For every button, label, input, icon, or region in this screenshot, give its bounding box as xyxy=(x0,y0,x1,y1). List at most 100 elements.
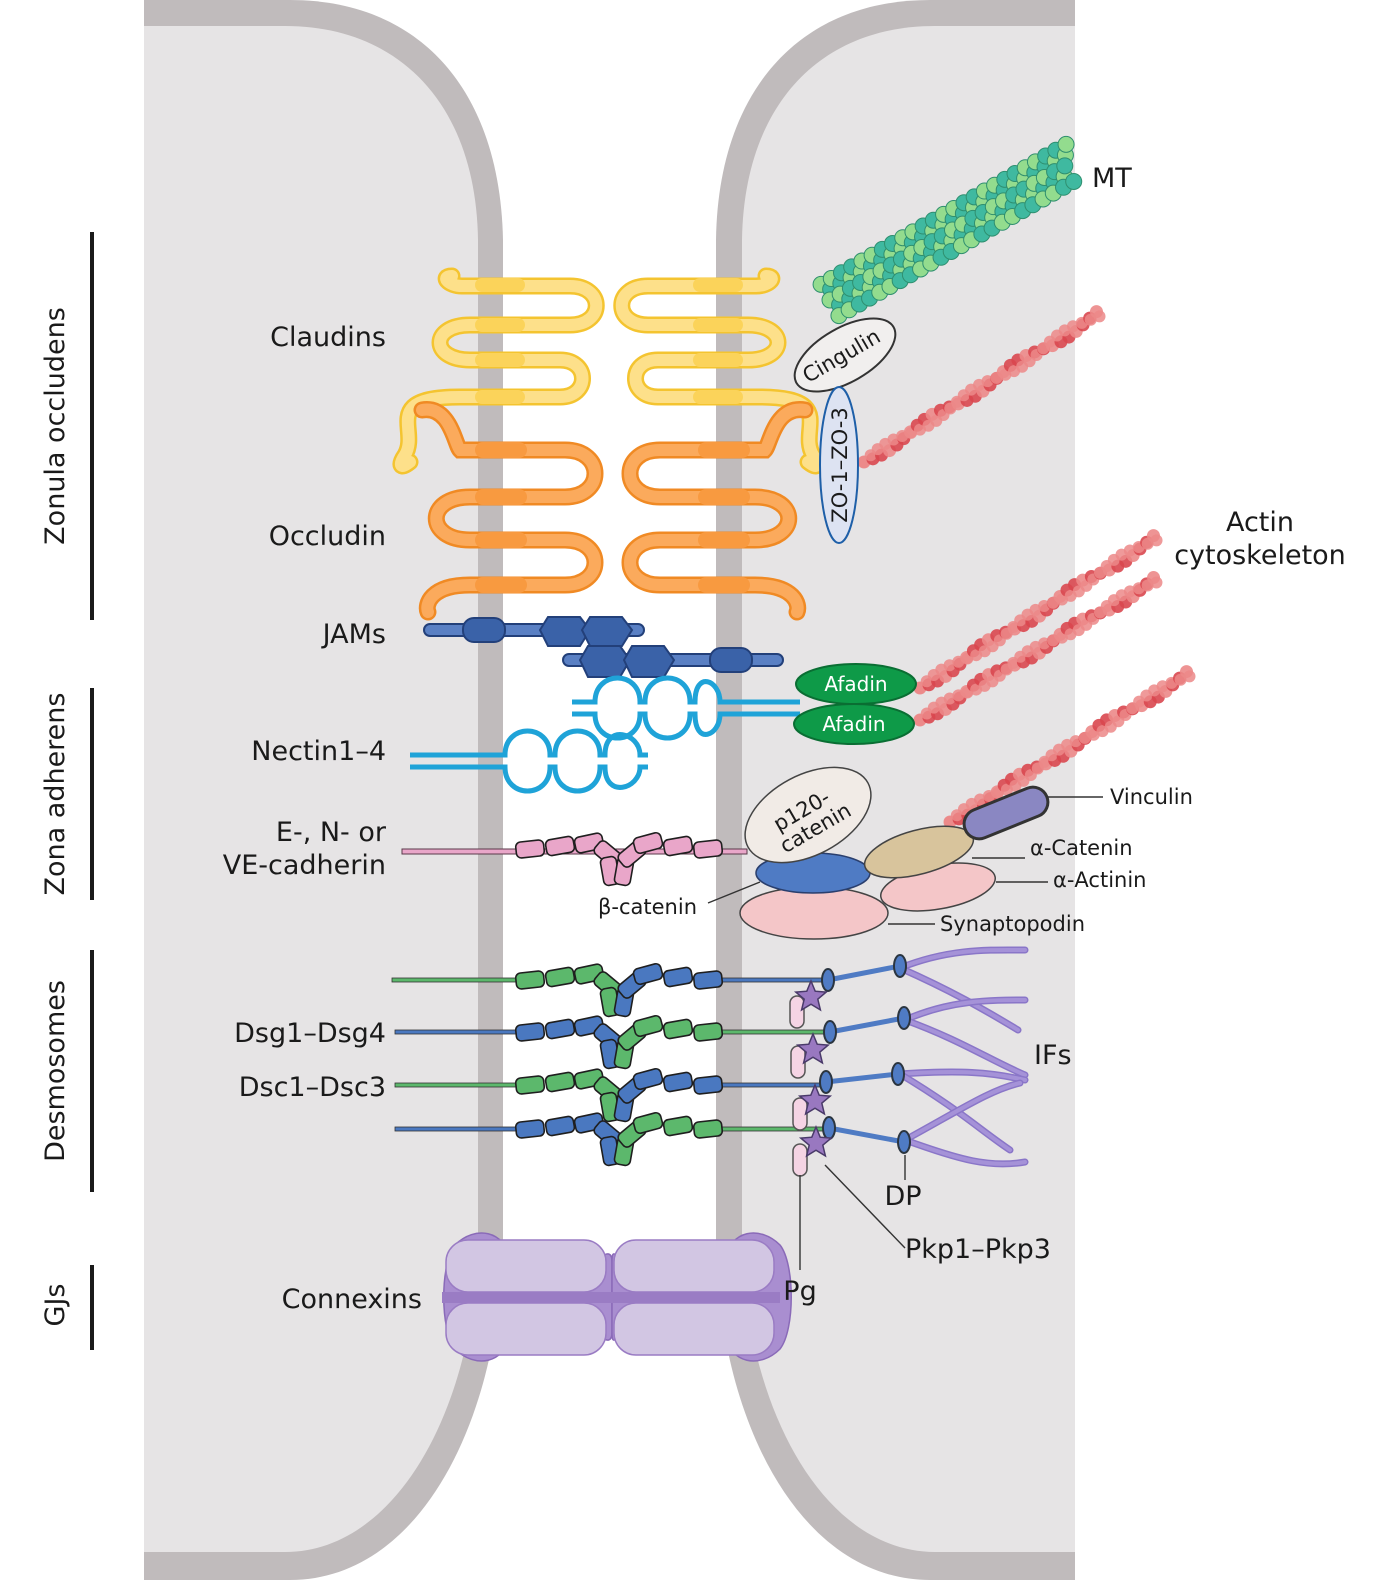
desmoglein-domain xyxy=(662,1018,694,1040)
desmocollin-domain xyxy=(692,970,724,990)
desmoglein-domain xyxy=(692,1022,724,1042)
label-mt: MT xyxy=(1092,163,1132,194)
label-pkp: Pkp1–Pkp3 xyxy=(905,1234,1051,1265)
intermediate-filament xyxy=(903,1018,1027,1077)
desmoglein-domain xyxy=(514,1022,546,1042)
zo-proteins: ZO-1–ZO-3 xyxy=(819,386,859,544)
label-alpha-actinin: α-Actinin xyxy=(1053,868,1147,892)
synaptopodin-shape xyxy=(739,886,889,940)
desmoplakin-head xyxy=(821,968,835,992)
label-dsc: Dsc1–Dsc3 xyxy=(239,1072,386,1103)
label-nectin: Nectin1–4 xyxy=(251,736,386,767)
intermediate-filament xyxy=(903,1081,1022,1142)
label-cadherin-line1: E-, N- or xyxy=(276,817,387,848)
nectin-left xyxy=(410,728,648,794)
plakophilin-star-icon xyxy=(793,979,829,1012)
desmosomal-tail-left xyxy=(391,977,518,983)
adherens-complex: p120- catenin xyxy=(739,766,1050,940)
group-brackets: Zonula occludens Zona adherens Desmosome… xyxy=(40,232,94,1350)
cadherin-domain xyxy=(514,839,546,859)
desmoglein-domain xyxy=(692,1119,724,1139)
occludin-right xyxy=(621,401,814,621)
intermediate-filament xyxy=(898,947,1027,970)
desmocollin-domain xyxy=(544,1071,576,1093)
actin-monomer xyxy=(1093,310,1106,323)
label-jams: JAMs xyxy=(321,619,386,650)
cadherin xyxy=(401,831,748,887)
plakoglobin xyxy=(790,1045,806,1079)
group-label-gap-junctions: GJs xyxy=(40,1284,71,1327)
desmosomal-plaque xyxy=(789,946,1029,1177)
afadin-label-1: Afadin xyxy=(824,672,887,696)
afadin-2: Afadin xyxy=(793,703,915,745)
label-claudins: Claudins xyxy=(270,322,386,353)
desmoglein-domain xyxy=(632,1111,664,1135)
desmoglein-domain xyxy=(544,1115,576,1137)
desmoplakin-rod xyxy=(828,1125,905,1145)
desmoplakin-rod xyxy=(827,963,901,983)
cadherin-domain xyxy=(692,839,724,859)
label-pg: Pg xyxy=(783,1276,816,1307)
actin-filaments xyxy=(857,305,1196,829)
plakoglobin xyxy=(792,1097,808,1131)
desmocollin-domain xyxy=(662,1071,694,1093)
label-actin-line1: Actin xyxy=(1226,507,1294,538)
desmoplakin-rod xyxy=(825,1071,899,1085)
desmocollin-domain xyxy=(514,1075,546,1095)
connexin-subunit xyxy=(445,1302,607,1356)
desmosomal-tail-right xyxy=(717,1029,829,1035)
desmosomal-cadherins xyxy=(391,962,829,1167)
intermediate-filament xyxy=(898,1070,1027,1082)
left-cell xyxy=(144,0,503,1580)
desmosomal-tail-left xyxy=(394,1029,521,1035)
plakophilin-star-icon xyxy=(795,1032,831,1065)
plakoglobin xyxy=(789,995,805,1029)
connexin-subunit xyxy=(613,1239,775,1293)
microtubule xyxy=(812,135,1083,325)
actin-monomer xyxy=(1150,576,1163,589)
connexon-pair xyxy=(442,1232,792,1362)
afadin-1: Afadin xyxy=(795,663,917,705)
label-ifs: IFs xyxy=(1034,1040,1072,1071)
plakoglobin xyxy=(792,1143,808,1177)
group-label-desmosomes: Desmosomes xyxy=(40,980,71,1162)
desmocollin-domain xyxy=(662,966,694,988)
desmoplakin-head xyxy=(822,1116,836,1140)
desmocollin-domain xyxy=(544,966,576,988)
connexin-subunit xyxy=(445,1239,607,1293)
group-label-zonula-occludens: Zonula occludens xyxy=(40,307,71,545)
cadherin-domain xyxy=(632,831,664,855)
actin-monomer xyxy=(1183,670,1196,683)
p120-catenin-shape xyxy=(744,766,872,864)
desmosomal-tail-left xyxy=(394,1082,521,1088)
desmocollin-domain xyxy=(632,1067,664,1091)
jam-left xyxy=(423,616,645,647)
desmocollin-domain xyxy=(692,1075,724,1095)
desmoplakin-rod xyxy=(829,1015,905,1035)
label-connexins: Connexins xyxy=(282,1284,422,1315)
connexin-subunit xyxy=(613,1302,775,1356)
desmosomal-tail-left xyxy=(394,1126,521,1132)
desmoplakin-head xyxy=(819,1070,833,1094)
claudin-right xyxy=(613,267,826,475)
plakophilin-star-icon xyxy=(797,1083,833,1116)
desmoplakin-head xyxy=(897,1006,911,1030)
intermediate-filament xyxy=(898,1072,1012,1152)
desmocollin-domain xyxy=(632,962,664,986)
label-dp: DP xyxy=(884,1181,921,1212)
desmoglein-domain xyxy=(662,1115,694,1137)
label-dsg: Dsg1–Dsg4 xyxy=(234,1018,386,1049)
desmoglein-domain xyxy=(514,1119,546,1139)
tubulin-subunit xyxy=(1056,157,1074,175)
actin-monomer xyxy=(1150,534,1163,547)
desmosomal-tail-right xyxy=(717,1126,829,1132)
left-cell-cytoplasm xyxy=(144,26,478,1552)
desmoplakin-head xyxy=(897,1130,911,1154)
cytoplasmic-labels: MT Actin cytoskeleton Vinculin α-Catenin… xyxy=(598,163,1346,1307)
desmoplakin-head xyxy=(891,1062,905,1086)
label-cadherin-line2: VE-cadherin xyxy=(223,850,386,881)
tubulin-subunit xyxy=(1057,135,1075,153)
cadherin-domain xyxy=(662,835,694,857)
desmoplakin-head xyxy=(823,1020,837,1044)
